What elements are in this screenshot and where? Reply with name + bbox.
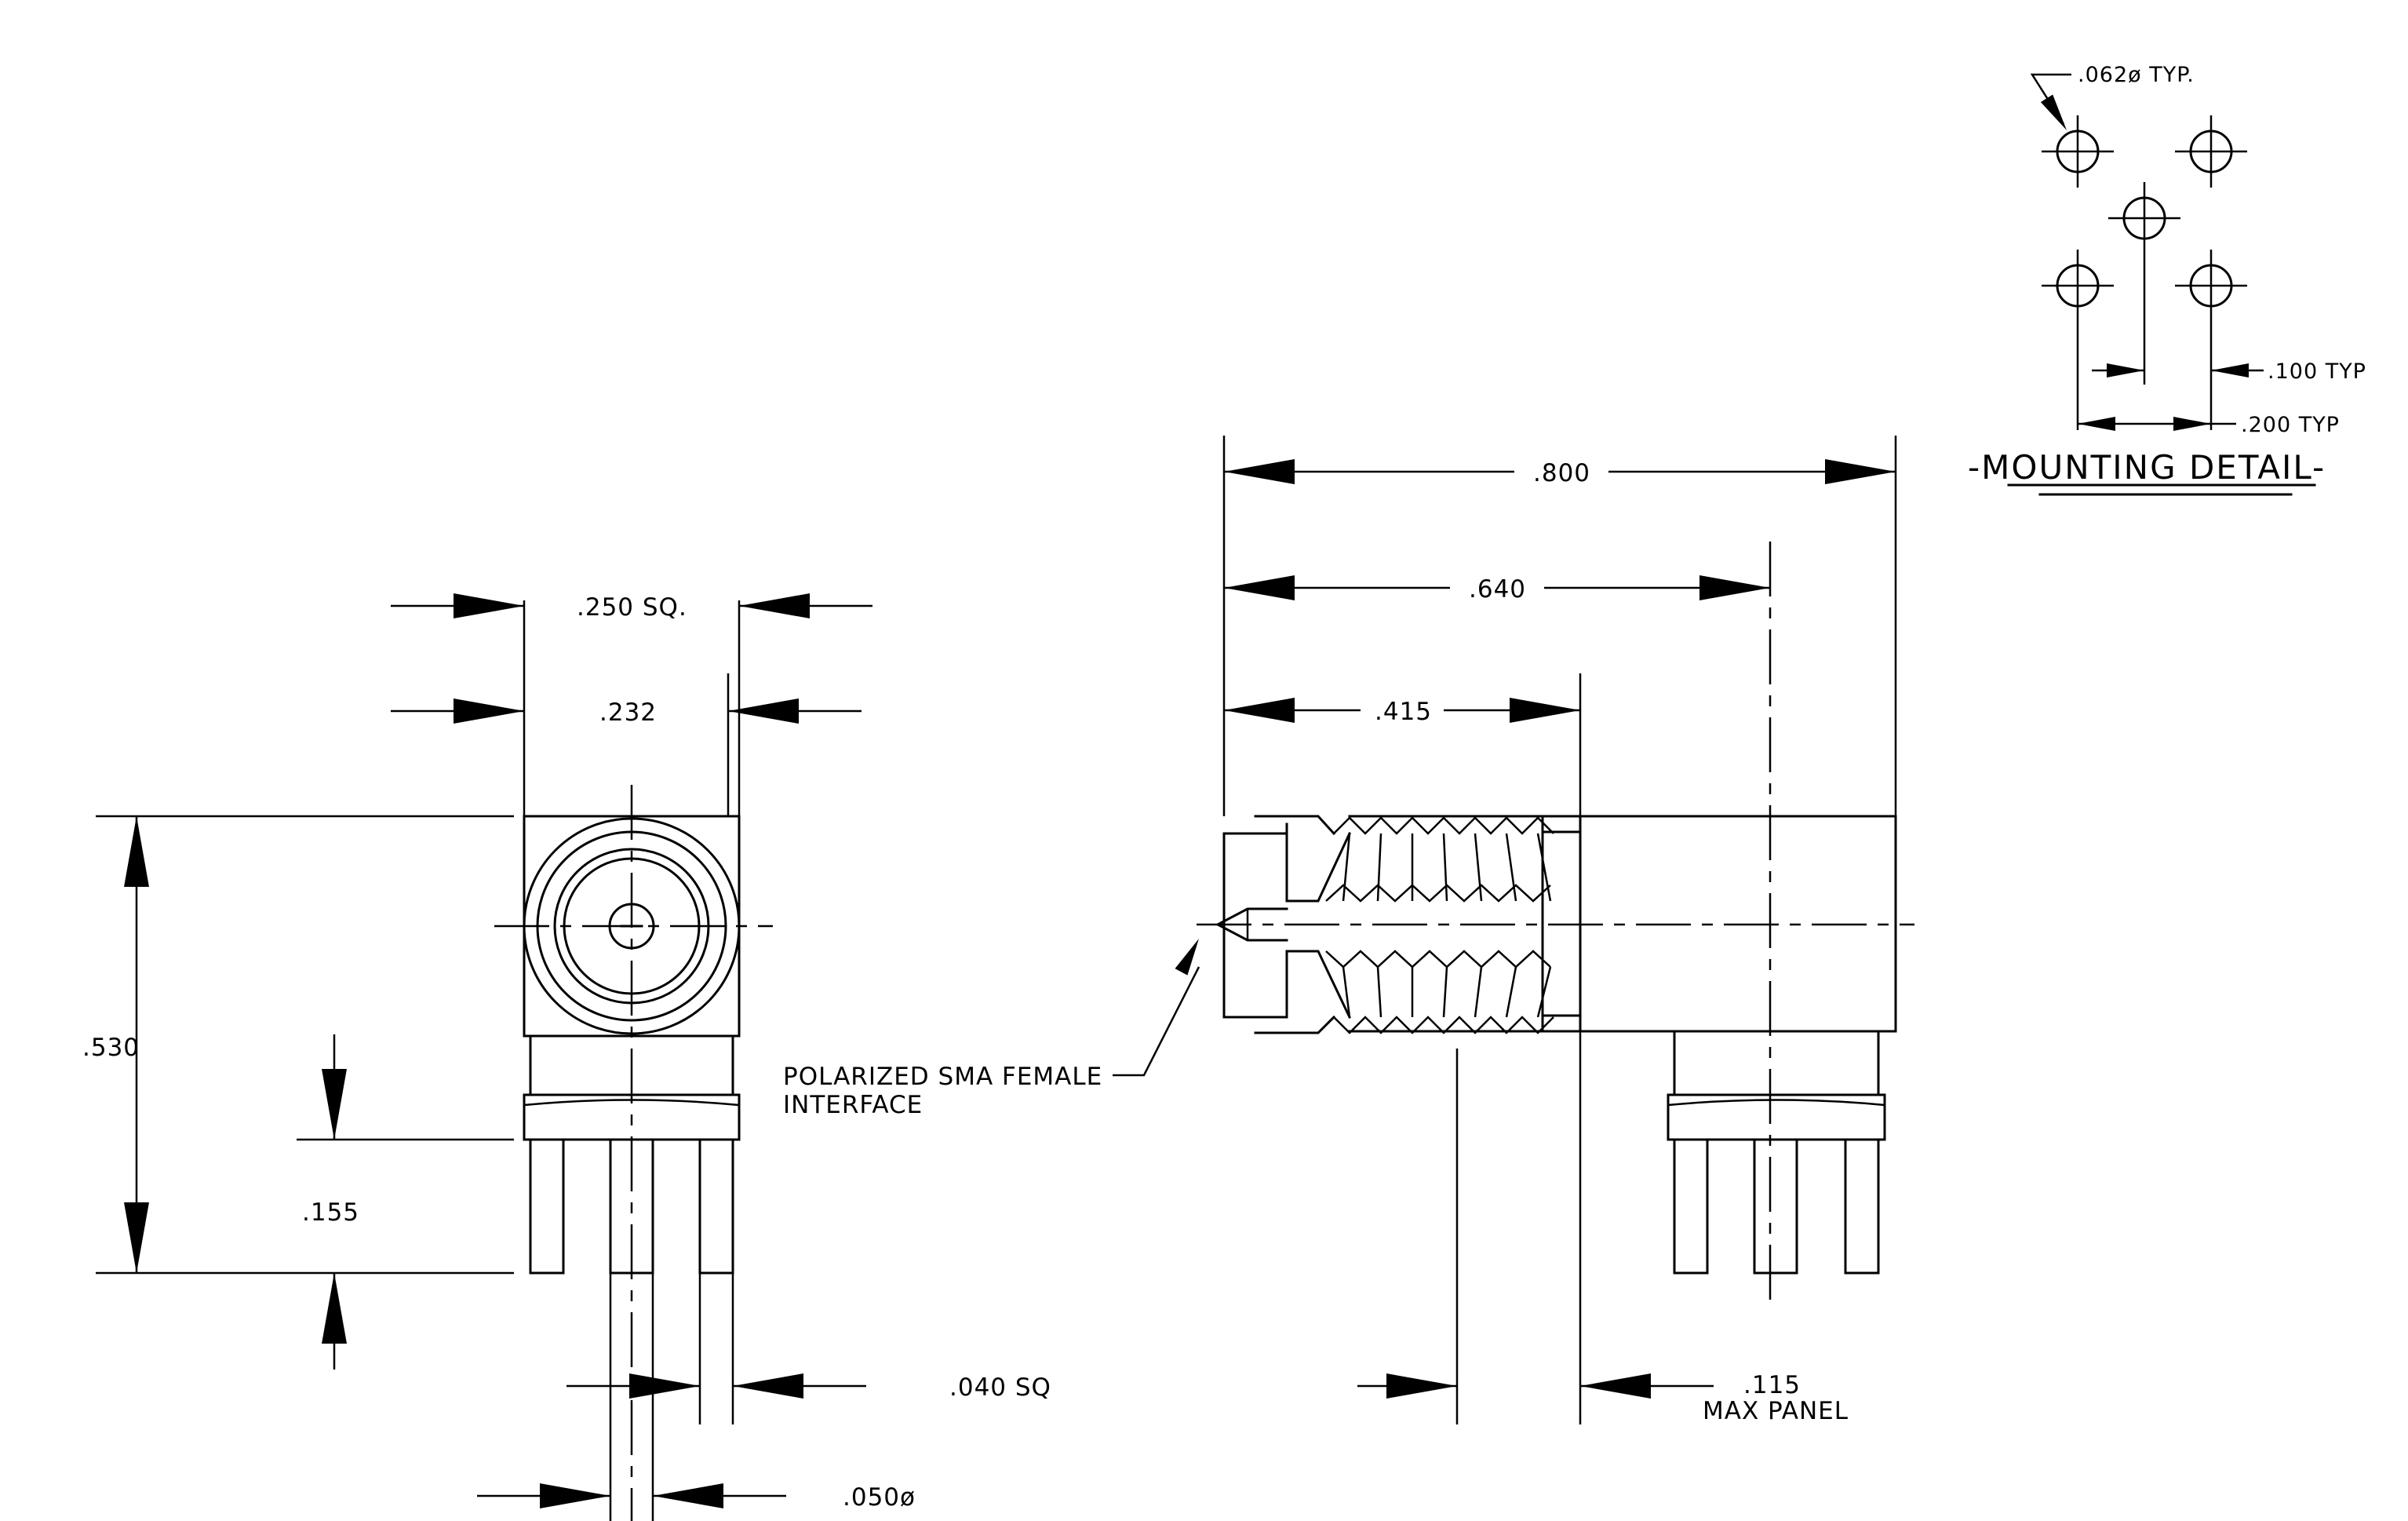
dim-800: .800 [1222, 436, 1897, 816]
dim-115-note: MAX PANEL [1703, 1397, 1849, 1425]
dim-050-label: .050ø [843, 1483, 916, 1512]
hole-dia-label: .062ø TYP. [2078, 63, 2195, 87]
dim-640: .640 [1224, 575, 1770, 604]
dim-155: .155 [297, 1034, 514, 1370]
mount-hole [2108, 182, 2180, 254]
pin [609, 1138, 654, 1275]
front-view [494, 785, 773, 1521]
dim-050: .050ø [477, 1483, 916, 1512]
dim-155-label: .155 [302, 1198, 359, 1227]
mounting-detail: .062ø TYP. .100 TYP .200 TYP -MOUNTING D… [1968, 63, 2366, 496]
spacing-100-label: .100 TYP [2268, 359, 2366, 384]
callout-line1: POLARIZED SMA FEMALE [783, 1063, 1102, 1091]
mount-hole [2042, 250, 2114, 322]
dim-232: .232 [391, 673, 862, 816]
dim-800-label: .800 [1533, 459, 1590, 487]
mount-hole [2175, 115, 2247, 188]
mount-hole [2175, 250, 2247, 322]
dim-115: .115 MAX PANEL [1357, 1031, 1849, 1425]
pin [1753, 1138, 1798, 1275]
dim-232-label: .232 [599, 698, 657, 727]
mounting-detail-title: -MOUNTING DETAIL- [1968, 448, 2326, 487]
callout-line2: INTERFACE [783, 1091, 923, 1119]
sma-callout: POLARIZED SMA FEMALE INTERFACE [783, 935, 1205, 1119]
dim-040-label: .040 SQ [949, 1373, 1051, 1402]
mount-hole [2042, 115, 2114, 188]
side-base-plate [1667, 1093, 1886, 1141]
pin [698, 1138, 734, 1275]
dim-250: .250 SQ. [391, 593, 872, 816]
spacing-200-label: .200 TYP [2241, 413, 2340, 437]
base-plate [523, 1093, 741, 1141]
dim-415-label: .415 [1375, 698, 1432, 726]
dim-530-label: .530 [82, 1034, 140, 1062]
pin [1844, 1138, 1880, 1275]
dim-415: .415 [1224, 673, 1582, 816]
pin [529, 1138, 565, 1275]
dim-250-label: .250 SQ. [577, 593, 687, 622]
pin [1673, 1138, 1709, 1275]
dim-640-label: .640 [1469, 575, 1526, 604]
side-view [1197, 542, 1914, 1303]
dim-115-label: .115 [1743, 1371, 1801, 1399]
dim-530: .530 [82, 815, 514, 1275]
dim-040: .040 SQ [566, 1373, 1051, 1402]
